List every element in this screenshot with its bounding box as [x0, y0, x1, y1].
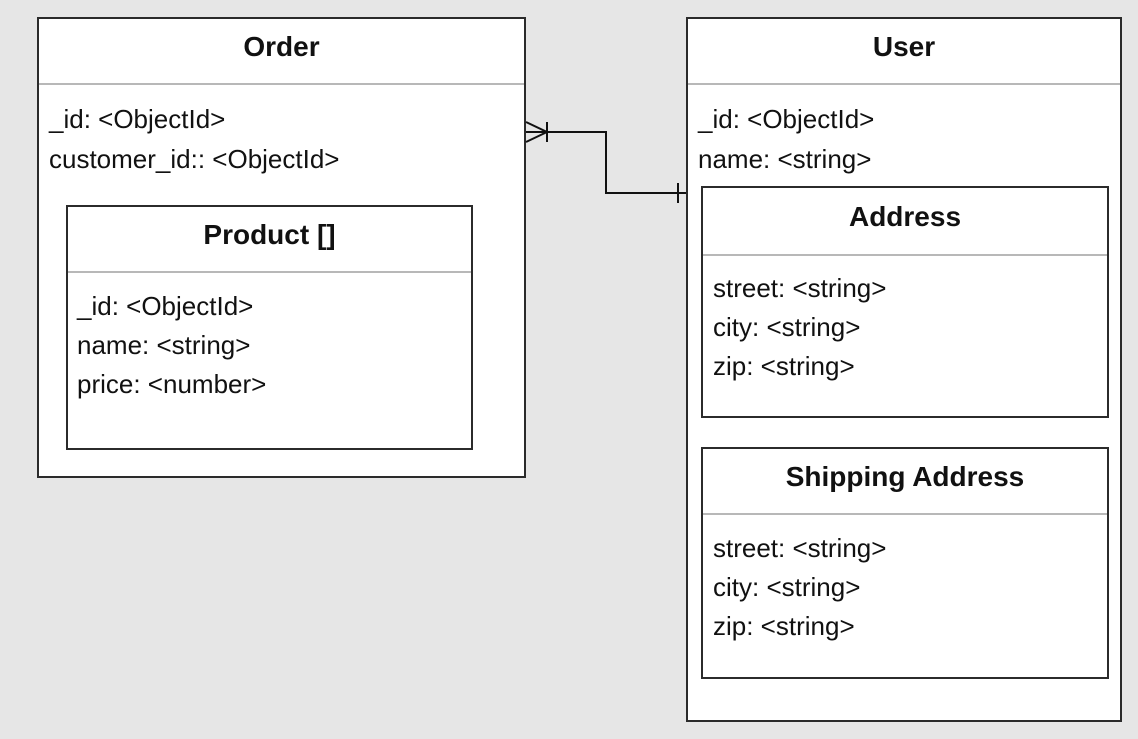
order-field-customer-id: customer_id:: <ObjectId> — [49, 144, 340, 174]
address-field-street: street: <string> — [713, 273, 887, 303]
address-entity: Address street: <string> city: <string> … — [701, 186, 1109, 418]
shipping-address-field-zip: zip: <string> — [713, 611, 855, 641]
product-field-id: _id: <ObjectId> — [77, 291, 254, 321]
shipping-address-field-list: street: <string> city: <string> zip: <st… — [703, 529, 1107, 646]
shipping-address-field-street: street: <string> — [713, 533, 887, 563]
product-field-price: price: <number> — [77, 369, 267, 399]
address-field-zip: zip: <string> — [713, 351, 855, 381]
address-field-city: city: <string> — [713, 312, 861, 342]
shipping-address-entity-title: Shipping Address — [703, 449, 1107, 515]
order-entity-title: Order — [39, 19, 524, 85]
user-entity-title: User — [688, 19, 1120, 85]
shipping-address-field-city: city: <string> — [713, 572, 861, 602]
user-field-id: _id: <ObjectId> — [698, 104, 875, 134]
shipping-address-entity: Shipping Address street: <string> city: … — [701, 447, 1109, 679]
crows-foot-upper-prong — [525, 121, 548, 133]
user-field-name: name: <string> — [698, 144, 872, 174]
product-entity: Product [] _id: <ObjectId> name: <string… — [66, 205, 473, 450]
user-field-list: _id: <ObjectId> name: <string> — [688, 99, 1120, 179]
relationship-line — [526, 131, 686, 194]
address-field-list: street: <string> city: <string> zip: <st… — [703, 269, 1107, 386]
user-entity: User _id: <ObjectId> name: <string> Addr… — [686, 17, 1122, 722]
order-entity: Order _id: <ObjectId> customer_id:: <Obj… — [37, 17, 526, 478]
crows-foot-lower-prong — [525, 131, 548, 143]
product-entity-title: Product [] — [68, 207, 471, 273]
order-field-list: _id: <ObjectId> customer_id:: <ObjectId> — [39, 99, 524, 179]
product-field-list: _id: <ObjectId> name: <string> price: <n… — [68, 287, 471, 404]
order-field-id: _id: <ObjectId> — [49, 104, 226, 134]
address-entity-title: Address — [703, 188, 1107, 256]
product-field-name: name: <string> — [77, 330, 251, 360]
